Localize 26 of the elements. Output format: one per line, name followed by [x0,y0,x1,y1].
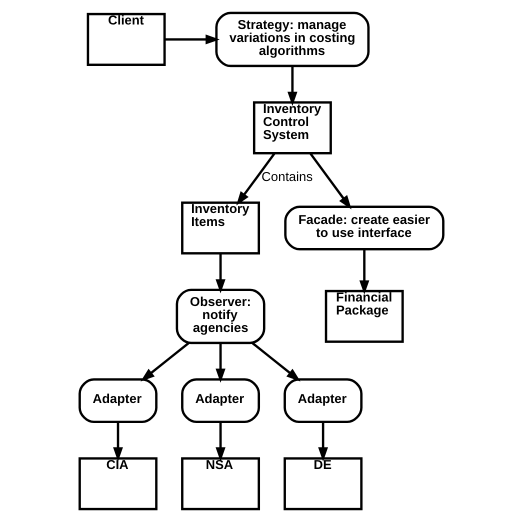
node-box: Strategy: manage variations in costing algorithms [215,12,370,68]
arrow [113,422,123,462]
node-box: Adapter [78,378,158,424]
node-box: Facade: create easier to use interface [284,206,444,250]
arrow [216,422,226,462]
node-box: CIA [78,457,158,510]
node-box: Adapter [284,378,363,424]
edge-label: Contains [262,169,313,184]
node-box: Adapter [181,378,260,424]
arrow [164,34,220,44]
node-box: DE [284,457,363,510]
arrow [236,152,276,206]
arrow [287,66,298,106]
arrow [140,342,190,382]
node-box: NSA [181,457,260,510]
arrow [309,152,352,210]
arrow [359,250,370,295]
arrow [252,342,301,382]
arrow [318,422,328,462]
node-box: Observer: notify agencies [176,288,266,344]
node-box: Client [86,12,166,66]
node-box: Inventory Control System [252,101,332,154]
arrow [216,343,226,383]
arrow [216,254,226,294]
node-box: Inventory Items [181,201,260,255]
node-box: Financial Package [324,290,404,343]
